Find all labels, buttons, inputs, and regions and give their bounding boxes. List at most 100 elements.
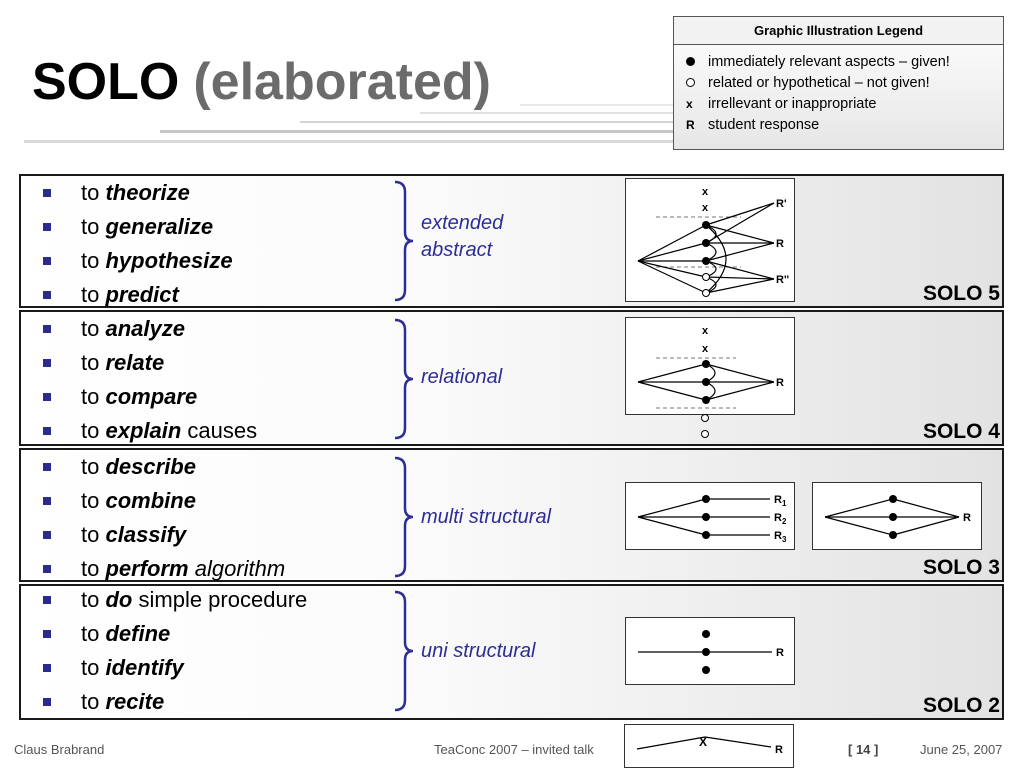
- item-prefix: to: [81, 655, 100, 680]
- curly-brace-icon: [394, 456, 414, 578]
- legend-text: immediately relevant aspects – given!: [708, 53, 950, 70]
- response-label: R: [775, 744, 783, 756]
- r-icon: R: [686, 117, 695, 132]
- bullet-icon: [43, 698, 51, 706]
- item-verb: compare: [105, 384, 198, 409]
- item-prefix: to: [81, 214, 100, 239]
- curly-brace-icon: [394, 318, 414, 440]
- legend-header: Graphic Illustration Legend: [674, 17, 1003, 45]
- curly-brace-icon: [394, 180, 414, 302]
- bullet-icon: [43, 291, 51, 299]
- extended-abstract-diagram: x x R' R R'': [625, 178, 795, 302]
- footer-talk: TeaConc 2007 – invited talk: [434, 742, 594, 757]
- item-prefix: to: [81, 621, 100, 646]
- list-item: to perform algorithm: [43, 552, 285, 586]
- list-item: to describe: [43, 450, 285, 484]
- item-verb: theorize: [105, 180, 190, 205]
- response-label: R2: [774, 512, 787, 526]
- item-prefix: to: [81, 556, 100, 581]
- response-label: R': [776, 198, 787, 210]
- level-solo-5: to theorize to generalize to hypothesize…: [19, 174, 1004, 308]
- item-verb: recite: [105, 689, 165, 714]
- solo-level-label: SOLO 2: [922, 694, 1000, 717]
- category-label: relational: [421, 364, 502, 391]
- item-prefix: to: [81, 488, 100, 513]
- response-label: R1: [774, 494, 787, 508]
- response-label: R: [776, 238, 784, 250]
- response-label: R3: [774, 530, 787, 544]
- item-verb: hypothesize: [105, 248, 233, 273]
- response-label: R: [776, 377, 784, 389]
- response-label: R'': [776, 274, 790, 286]
- slide-title: SOLO(elaborated): [32, 52, 491, 112]
- bullet-icon: [43, 257, 51, 265]
- solo-level-label: SOLO 5: [922, 282, 1000, 305]
- list-item: to predict: [43, 278, 233, 312]
- category-label: uni structural: [421, 638, 536, 665]
- item-rest: algorithm: [194, 556, 286, 581]
- x-icon: x: [686, 96, 693, 111]
- list-item: to define: [43, 617, 307, 651]
- item-prefix: to: [81, 282, 100, 307]
- multi-structural-diagram-b: R: [812, 482, 982, 550]
- list-item: to compare: [43, 380, 257, 414]
- list-item: to relate: [43, 346, 257, 380]
- item-prefix: to: [81, 689, 100, 714]
- item-verb: define: [105, 621, 171, 646]
- curly-brace-icon: [394, 590, 414, 712]
- level-solo-3: to describe to combine to classify to pe…: [19, 448, 1004, 582]
- item-verb: do: [105, 587, 133, 612]
- multi-structural-diagram-a: R1 R2 R3: [625, 482, 795, 550]
- filled-dot-icon: [686, 57, 695, 66]
- legend-item: immediately relevant aspects – given!: [686, 51, 1003, 72]
- bullet-icon: [43, 393, 51, 401]
- category-line: abstract: [421, 239, 493, 261]
- x-mark: x: [702, 186, 709, 198]
- legend-item: R student response: [686, 114, 1003, 135]
- item-verb: analyze: [105, 316, 185, 341]
- item-prefix: to: [81, 418, 100, 443]
- bullet-icon: [43, 596, 51, 604]
- item-verb: combine: [105, 488, 196, 513]
- item-prefix: to: [81, 522, 100, 547]
- open-circle-marks: [701, 414, 709, 438]
- item-verb: describe: [105, 454, 196, 479]
- bullet-icon: [43, 325, 51, 333]
- list-item: to combine: [43, 484, 285, 518]
- list-item: to theorize: [43, 176, 233, 210]
- x-mark: X: [699, 735, 707, 749]
- bullet-icon: [43, 223, 51, 231]
- graphic-legend: Graphic Illustration Legend immediately …: [673, 16, 1004, 150]
- x-mark: x: [702, 343, 709, 355]
- item-verb: perform: [105, 556, 189, 581]
- item-verb: classify: [105, 522, 187, 547]
- bullet-icon: [43, 531, 51, 539]
- category-line: multi structural: [421, 506, 552, 528]
- solo-level-label: SOLO 4: [922, 420, 1000, 443]
- list-item: to identify: [43, 651, 307, 685]
- legend-item: related or hypothetical – not given!: [686, 72, 1003, 93]
- item-prefix: to: [81, 180, 100, 205]
- item-prefix: to: [81, 587, 100, 612]
- bullet-icon: [43, 664, 51, 672]
- legend-text: student response: [708, 116, 820, 133]
- open-circle-icon: [686, 78, 695, 87]
- item-rest: causes: [187, 418, 258, 443]
- prestructural-diagram: X R: [624, 724, 794, 768]
- list-item: to recite: [43, 685, 307, 719]
- legend-text: related or hypothetical – not given!: [708, 74, 930, 91]
- level-solo-2: to do simple procedure to define to iden…: [19, 584, 1004, 720]
- item-prefix: to: [81, 384, 100, 409]
- bullet-icon: [43, 630, 51, 638]
- item-verb: identify: [105, 655, 184, 680]
- item-prefix: to: [81, 454, 100, 479]
- footer-page-number: [ 14 ]: [848, 742, 879, 757]
- item-rest: simple procedure: [138, 587, 308, 612]
- legend-text: irrellevant or inappropriate: [708, 95, 877, 112]
- footer-author: Claus Brabrand: [14, 742, 105, 757]
- bullet-icon: [43, 427, 51, 435]
- title-main: SOLO: [32, 53, 180, 111]
- response-label: R: [963, 512, 971, 524]
- x-mark: x: [702, 325, 709, 337]
- bullet-icon: [43, 463, 51, 471]
